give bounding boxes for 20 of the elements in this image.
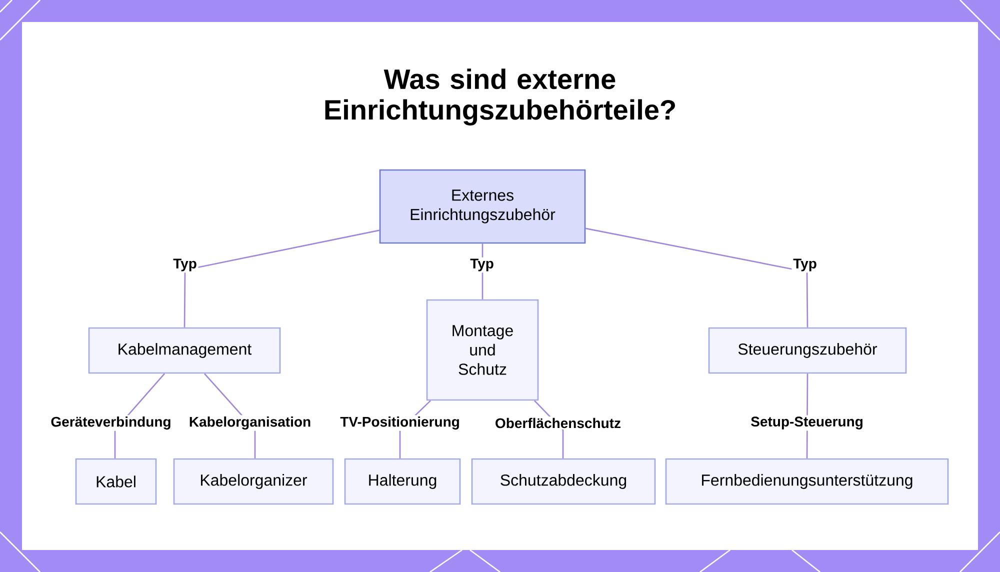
edge-label: TV-Positionierung [338,415,462,431]
subcategory-box: Montage und Schutz [426,299,539,401]
connector-line [184,230,380,328]
edge-label: Typ [792,257,818,273]
edge-label: Geräteverbindung [49,415,173,431]
edge-label: Setup-Steuerung [749,415,865,431]
item-box: Kabel [75,458,157,505]
edge-label: Typ [172,257,198,273]
subcategory-box: Kabelmanagement [88,327,281,374]
subcategory-box: Steuerungszubehör [708,327,907,374]
item-box: Halterung [344,458,461,505]
category-box: Externes Einrichtungszubehör [379,169,586,244]
item-box: Schutzabdeckung [471,458,656,505]
title: Was sind externe Einrichtungszubehörteile? [325,68,675,126]
item-box: Fernbedienungsunterstützung [665,458,949,505]
edge-label: Kabelorganisation [188,415,312,431]
edge-label: Typ [468,257,496,273]
connector-line [586,228,808,328]
edge-label: Oberflächenschutz [494,416,622,430]
item-box: Kabelorganizer [173,458,334,505]
